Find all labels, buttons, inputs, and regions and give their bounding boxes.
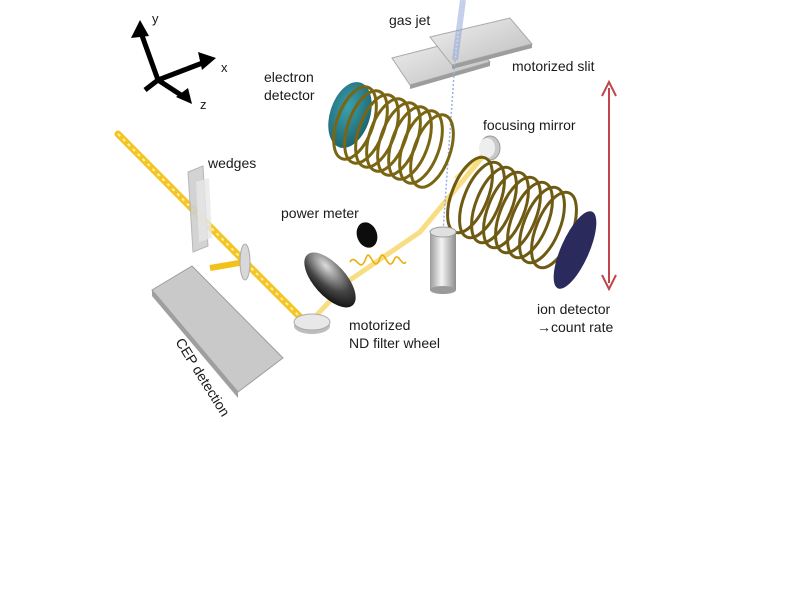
ion-detector-label-line1: ion detector [537,301,611,317]
wedges-label: wedges [208,155,257,171]
axis-y-label: y [152,11,159,26]
gas-nozzle [429,226,457,294]
ion-detector [553,211,597,289]
motorized-slit-label: motorized slit [512,58,595,74]
focusing-mirror [479,135,501,161]
beam-splitter [239,243,251,281]
axis-x-label: x [221,60,228,75]
double-headed-arrow [601,79,617,292]
nd-filter-label-line1: motorized [349,317,411,333]
coordinate-axes-icon [131,20,216,104]
laser-pulse [349,254,407,266]
cep-detection-box [151,265,284,398]
electron-detector-label-line2: detector [264,87,315,103]
axis-z-label: z [200,97,207,112]
power-meter [356,222,378,248]
gas-jet-label: gas jet [389,12,431,28]
focusing-mirror-label: focusing mirror [483,117,576,133]
electron-detector-label-line1: electron [264,69,314,85]
nd-filter-wheel [304,252,356,308]
electron-coil [332,85,455,189]
gas-jet-stream [442,0,466,233]
ion-detector-label-line2: →count rate [537,319,614,335]
steering-mirror [293,313,331,334]
power-meter-label: power meter [281,205,359,221]
wedges [187,165,212,253]
nd-filter-label-line2: ND filter wheel [349,335,441,351]
